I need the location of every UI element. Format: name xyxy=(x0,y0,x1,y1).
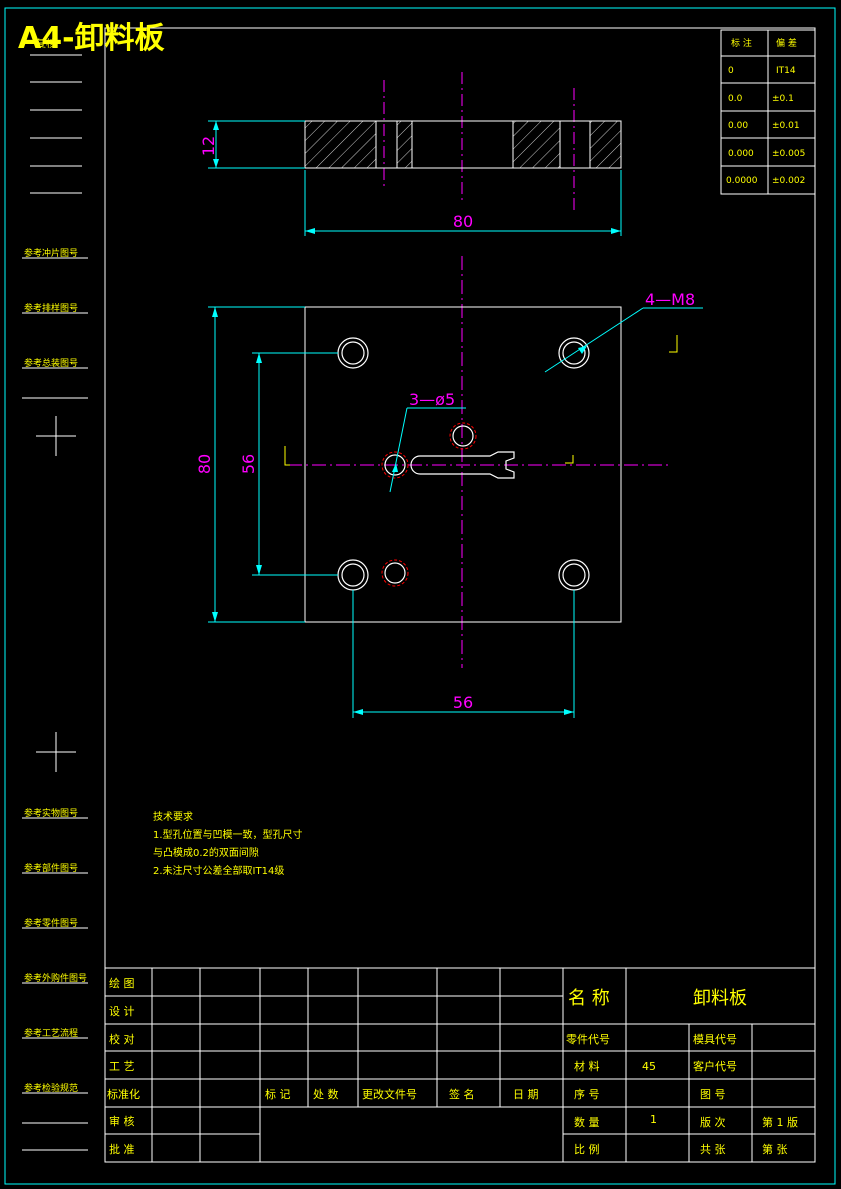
callout-thread: 4—M8 xyxy=(645,290,695,309)
tol-header: 标 注 xyxy=(731,37,752,49)
tb-material-value: 45 xyxy=(642,1060,656,1073)
left-column-lines xyxy=(22,54,88,1151)
tb-label: 标准化 xyxy=(107,1087,140,1101)
side-label: 参考工艺流程 xyxy=(24,1027,78,1039)
side-labels: 参考冲片图号 参考排样图号 参考总装图号 参考实物图号 参考部件图号 参考零件图… xyxy=(24,247,87,1094)
side-label: 参考实物图号 xyxy=(24,807,78,819)
tolerance-table: 标 注 偏 差 0 IT14 0.0 ±0.1 0.00 ±0.01 0.000… xyxy=(720,29,816,195)
dim-hole-spacing-v: 56 xyxy=(239,454,258,474)
tb-rev-header: 更改文件号 xyxy=(362,1087,417,1101)
dim-thickness: 12 xyxy=(199,136,218,156)
tol-cell: 0.000 xyxy=(728,149,754,159)
tb-rev-header: 日 期 xyxy=(513,1088,539,1101)
side-label: 参考总装图号 xyxy=(24,357,78,369)
plan-view: 80 56 56 4—M8 3—ø5 xyxy=(195,256,703,718)
tb-rev-header: 处 数 xyxy=(313,1088,339,1101)
tol-cell: ±0.1 xyxy=(772,94,794,104)
side-label: 参考外购件图号 xyxy=(24,972,87,984)
tol-cell: 0.0000 xyxy=(726,176,758,186)
tol-cell: 0 xyxy=(728,66,734,76)
tol-cell: ±0.002 xyxy=(772,176,805,186)
tb-seq-label: 序 号 xyxy=(574,1087,600,1101)
tb-material-label: 材 料 xyxy=(574,1059,600,1073)
tb-label: 工 艺 xyxy=(109,1060,135,1073)
notes-line: 与凸模成0.2的双面间隙 xyxy=(153,846,259,859)
title-block: 绘 图 设 计 校 对 工 艺 标准化 审 核 批 准 标 记 处 数 更改文件… xyxy=(104,967,816,1163)
dim-hole-spacing-h: 56 xyxy=(453,693,473,712)
notes-line: 1.型孔位置与凹模一致，型孔尺寸 xyxy=(153,828,303,841)
tb-qty-value: 1 xyxy=(650,1113,657,1126)
tol-cell: 0.00 xyxy=(728,121,748,131)
tb-label: 校 对 xyxy=(109,1032,135,1046)
tb-label: 设 计 xyxy=(109,1005,135,1018)
slot-profile xyxy=(410,451,515,479)
tb-label: 绘 图 xyxy=(109,976,135,990)
tb-version-value: 第 1 版 xyxy=(762,1115,798,1129)
tb-rev-header: 签 名 xyxy=(449,1087,475,1101)
tb-mold-code-label: 模具代号 xyxy=(693,1033,737,1046)
tb-part-code-label: 零件代号 xyxy=(566,1033,610,1046)
tb-version-label: 版 次 xyxy=(700,1115,726,1129)
outer-border xyxy=(4,7,836,1185)
section-view: 12 80 xyxy=(199,72,622,236)
side-label: 参考冲片图号 xyxy=(24,247,78,259)
side-label: 参考零件图号 xyxy=(24,917,78,929)
tb-rev-header: 标 记 xyxy=(265,1087,291,1101)
sheet-title: A4-卸料板 xyxy=(18,21,165,56)
top-left-label: 复核 xyxy=(36,37,56,50)
tb-label: 批 准 xyxy=(109,1142,135,1156)
tb-drawing-no-label: 图 号 xyxy=(700,1088,726,1101)
tol-cell: IT14 xyxy=(776,66,796,76)
notes-title: 技术要求 xyxy=(153,810,193,823)
tb-sheet-label: 第 张 xyxy=(762,1142,788,1156)
tb-qty-label: 数 量 xyxy=(574,1116,600,1129)
tb-name-label: 名 称 xyxy=(568,988,610,1009)
technical-notes: 技术要求 1.型孔位置与凹模一致，型孔尺寸 与凸模成0.2的双面间隙 2.未注尺… xyxy=(153,810,303,877)
plate-outline xyxy=(304,306,622,623)
tb-customer-code-label: 客户代号 xyxy=(693,1059,737,1073)
tb-total-sheets-label: 共 张 xyxy=(700,1143,726,1156)
side-label: 参考部件图号 xyxy=(24,862,78,874)
tol-cell: ±0.005 xyxy=(772,149,805,159)
tb-label: 审 核 xyxy=(109,1114,135,1128)
dim-plan-height: 80 xyxy=(195,454,214,474)
tol-cell: ±0.01 xyxy=(772,121,800,131)
callout-holes: 3—ø5 xyxy=(409,390,455,409)
side-label: 参考检验规范 xyxy=(24,1082,78,1094)
tb-scale-label: 比 例 xyxy=(574,1142,600,1156)
notes-line: 2.未注尺寸公差全部取IT14级 xyxy=(153,864,284,877)
side-label: 参考排样图号 xyxy=(24,302,78,314)
tol-header: 偏 差 xyxy=(776,37,797,49)
dim-section-width: 80 xyxy=(453,212,473,231)
tb-name-value: 卸料板 xyxy=(693,988,747,1009)
tol-cell: 0.0 xyxy=(728,94,743,104)
